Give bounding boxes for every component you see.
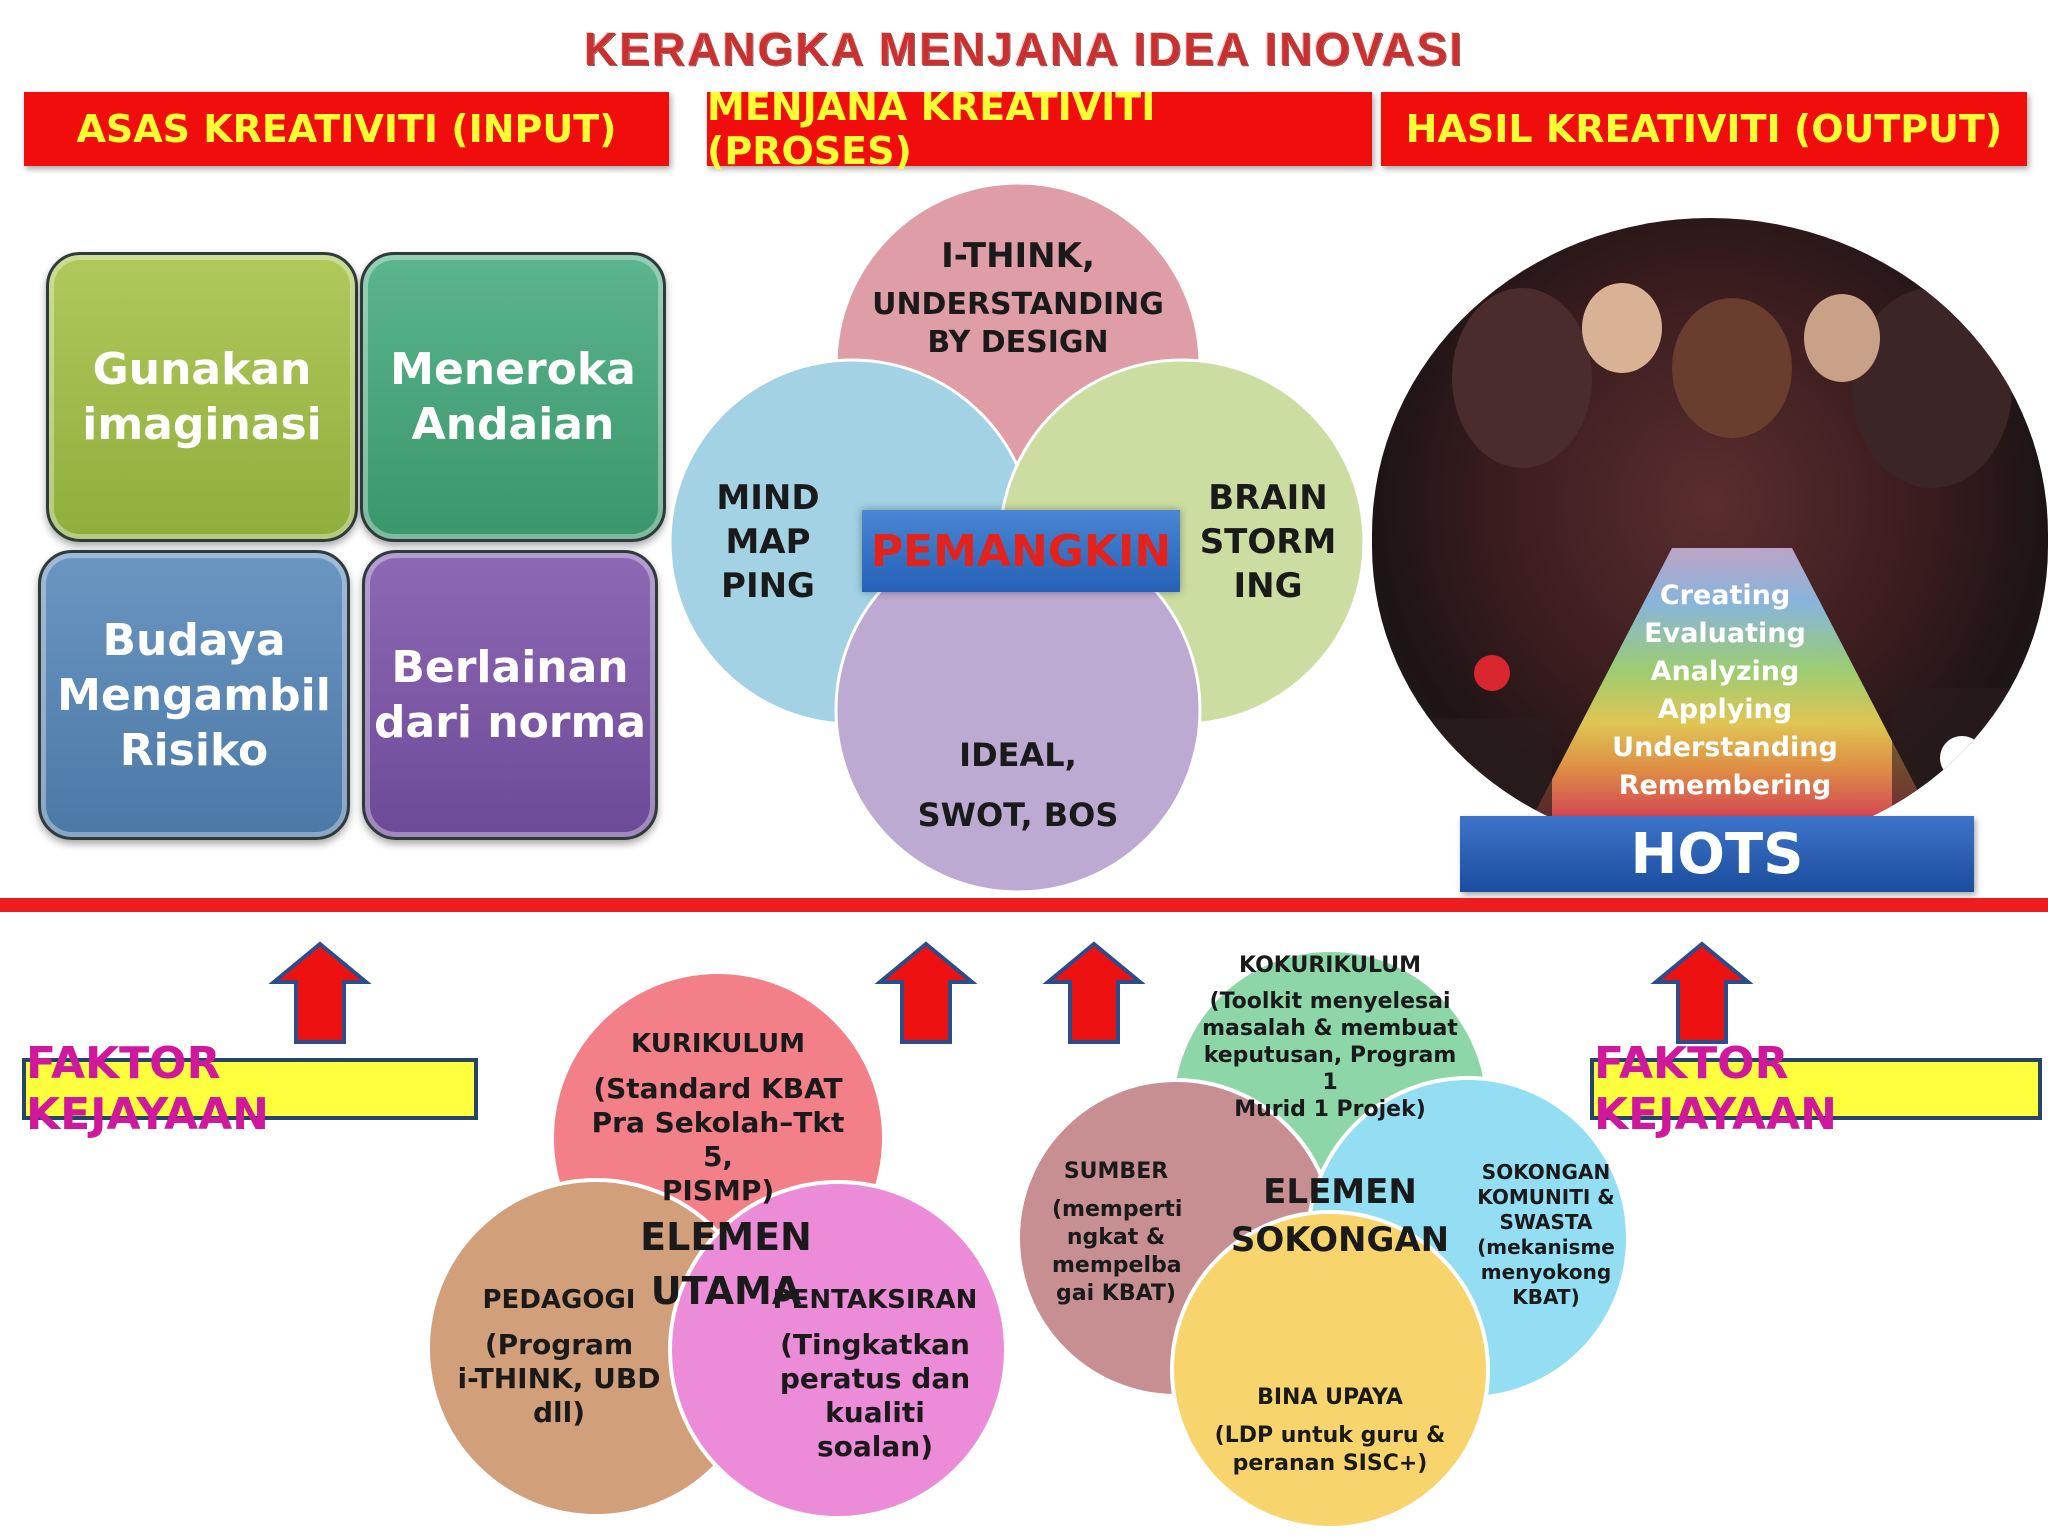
kokurikulum-line: (Toolkit menyelesai — [1209, 989, 1451, 1014]
bina-upaya-line: (LDP untuk guru & — [1214, 1423, 1446, 1448]
elemen-utama-line: UTAMA — [650, 1269, 802, 1313]
sokongan-line: SWASTA — [1499, 1210, 1593, 1234]
elemen-sokongan-center: ELEMEN SOKONGAN — [1214, 1168, 1466, 1264]
tile-text: Risiko — [119, 724, 269, 776]
venn-top-line: BY DESIGN — [927, 325, 1109, 360]
kurikulum-line: (Standard KBAT — [593, 1072, 843, 1105]
elemen-sokongan-line: SOKONGAN — [1230, 1220, 1450, 1260]
bina-upaya-title: BINA UPAYA — [1257, 1385, 1403, 1410]
pedagogi-line: i-THINK, UBD — [457, 1362, 661, 1395]
kokurikulum-line: Murid 1 Projek) — [1234, 1097, 1426, 1122]
bloom-level: Remembering — [1618, 770, 1832, 801]
venn-right-line: ING — [1233, 566, 1303, 606]
separator-line — [0, 898, 2048, 912]
bina-upaya-text: BINA UPAYA (LDP untuk guru & peranan SIS… — [1204, 1382, 1456, 1478]
elemen-utama-center: ELEMEN UTAMA — [612, 1210, 840, 1318]
tile-text: Meneroka — [390, 344, 636, 395]
elemen-utama-line: ELEMEN — [640, 1215, 812, 1259]
tile-text: Mengambil — [57, 669, 331, 721]
venn-left-line: MAP — [725, 522, 811, 562]
sumber-line: mempelba — [1052, 1253, 1182, 1278]
elemen-sokongan-line: ELEMEN — [1263, 1172, 1417, 1212]
bloom-level: Analyzing — [1650, 656, 1800, 687]
bloom-level: Understanding — [1612, 732, 1838, 763]
sumber-title: SUMBER — [1063, 1159, 1169, 1184]
venn-right-line: STORM — [1199, 522, 1337, 562]
tile-text: Budaya — [102, 614, 286, 666]
venn-right-text: BRAIN STORM ING — [1188, 476, 1348, 608]
venn-left-line: PING — [721, 566, 815, 606]
kurikulum-line: PISMP) — [661, 1174, 775, 1207]
venn-circle-pentaksiran — [668, 1180, 1008, 1520]
sokongan-komuniti-text: SOKONGAN KOMUNITI & SWASTA (mekanisme me… — [1476, 1160, 1616, 1310]
pentaksiran-line: peratus dan — [779, 1362, 971, 1395]
sumber-line: ngkat & — [1066, 1225, 1166, 1250]
up-arrow-icon — [1042, 941, 1146, 1044]
pentaksiran-line: kualiti soalan) — [816, 1396, 934, 1463]
kokurikulum-line: keputusan, Program 1 — [1203, 1043, 1457, 1095]
tile-text: Berlainan — [391, 642, 629, 693]
sokongan-line: (mekanisme — [1477, 1235, 1615, 1259]
sokongan-line: KBAT) — [1512, 1285, 1580, 1309]
bina-upaya-line: peranan SISC+) — [1232, 1451, 1428, 1476]
elemen-utama-venn — [426, 970, 1008, 1520]
bloom-level: Creating — [1659, 580, 1791, 611]
venn-circle-bina-upaya — [1170, 1210, 1490, 1530]
pedagogi-text: PEDAGOGI (Program i-THINK, UBD dll) — [454, 1282, 664, 1430]
header-output: HASIL KREATIVITI (OUTPUT) — [1381, 92, 2027, 166]
sumber-text: SUMBER (memperti ngkat & mempelba gai KB… — [1052, 1156, 1183, 1308]
elemen-sokongan-venn — [1016, 948, 1630, 1530]
venn-top-line: UNDERSTANDING — [872, 287, 1164, 322]
sokongan-line: KOMUNITI & — [1477, 1185, 1615, 1209]
faktor-kejayaan-left: FAKTOR KEJAYAAN — [22, 1038, 478, 1140]
header-proses: MENJANA KREATIVITI (PROSES) — [707, 85, 1372, 173]
bloom-level: Evaluating — [1644, 618, 1806, 649]
faktor-kejayaan-right: FAKTOR KEJAYAAN — [1590, 1038, 2042, 1140]
venn-bottom-line: SWOT, BOS — [917, 796, 1119, 834]
bloom-level: Applying — [1657, 694, 1793, 725]
tile-text: Gunakan — [92, 344, 312, 395]
kurikulum-line: Pra Sekolah–Tkt 5, — [591, 1106, 845, 1173]
tile-text: imaginasi — [82, 399, 322, 450]
venn-top-text: I-THINK, UNDERSTANDING BY DESIGN — [862, 232, 1174, 362]
kurikulum-title: KURIKULUM — [631, 1029, 805, 1059]
kokurikulum-text: KOKURIKULUM (Toolkit menyelesai masalah … — [1200, 950, 1460, 1123]
pemangkin-label: PEMANGKIN — [862, 510, 1180, 592]
kurikulum-text: KURIKULUM (Standard KBAT Pra Sekolah–Tkt… — [586, 1026, 850, 1208]
venn-bottom-line: IDEAL, — [959, 736, 1077, 774]
pentaksiran-text: PENTAKSIRAN (Tingkatkan peratus dan kual… — [768, 1282, 982, 1464]
classroom-photo — [1372, 218, 2048, 850]
page-title: KERANGKA MENJANA IDEA INOVASI — [583, 23, 1465, 75]
pentaksiran-line: (Tingkatkan — [780, 1328, 970, 1361]
hots-label: HOTS — [1460, 816, 1974, 892]
kokurikulum-line: masalah & membuat — [1202, 1016, 1458, 1041]
sokongan-line: SOKONGAN — [1481, 1160, 1611, 1184]
tile-text: Andaian — [411, 399, 615, 450]
header-input: ASAS KREATIVITI (INPUT) — [24, 92, 669, 166]
pedagogi-title: PEDAGOGI — [482, 1285, 636, 1315]
venn-left-text: MIND MAP PING — [700, 476, 836, 608]
sumber-line: (memperti — [1052, 1197, 1183, 1222]
venn-left-line: MIND — [716, 478, 820, 518]
pedagogi-line: dll) — [532, 1396, 586, 1429]
up-arrow-icon — [874, 941, 978, 1044]
venn-top-line: I-THINK, — [941, 236, 1095, 276]
proses-venn — [668, 181, 1366, 894]
sokongan-line: menyokong — [1480, 1260, 1612, 1284]
up-arrows — [268, 941, 1754, 1044]
pentaksiran-title: PENTAKSIRAN — [772, 1285, 978, 1315]
up-arrow-icon — [268, 941, 372, 1044]
venn-bottom-text: IDEAL, SWOT, BOS — [880, 732, 1156, 838]
venn-right-line: BRAIN — [1208, 478, 1328, 518]
pedagogi-line: (Program — [484, 1328, 634, 1361]
kokurikulum-title: KOKURIKULUM — [1239, 953, 1421, 978]
up-arrow-icon — [1650, 941, 1754, 1044]
sumber-line: gai KBAT) — [1056, 1281, 1176, 1306]
tile-text: dari norma — [373, 697, 647, 748]
